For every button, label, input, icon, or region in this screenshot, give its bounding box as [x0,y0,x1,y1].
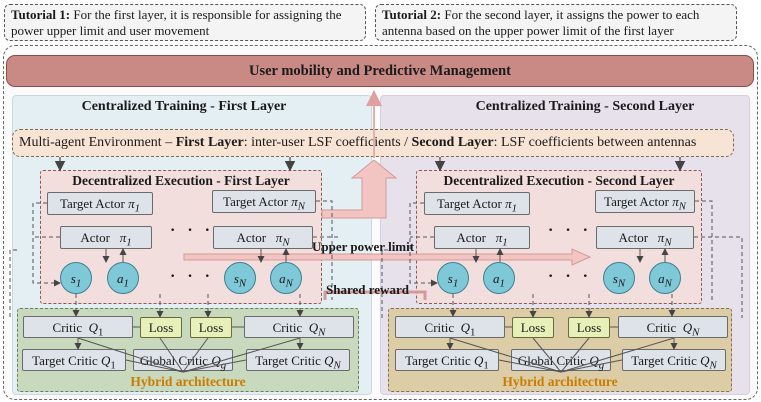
loss-n-left: Loss [190,317,232,338]
second-layer-title: Centralized Training - Second Layer [475,99,695,114]
shared-reward-label: Shared reward [326,282,409,297]
action-node-1-right: a1 [483,262,515,294]
upper-power-limit-label: Upper power limit [312,239,415,254]
env-first-text: : inter-user LSF coefficients / [243,135,412,150]
loss-1-right: Loss [512,317,554,338]
actor-n-left: Actor πN [213,226,313,249]
tutorial-2-label: Tutorial 2: [382,7,442,22]
tutorial-1: Tutorial 1: For the first layer, it is r… [4,4,366,41]
state-node-n-left: sN [224,262,256,294]
agent-ellipsis-right-mid: · · · [548,222,593,239]
target-critic-n-right: Target Critic QN [622,349,726,372]
actor-n-right: Actor πN [596,226,694,249]
action-node-n-left: aN [270,262,302,294]
critic-1-right: Critic Q1 [395,316,505,339]
tutorial-2-text: For the second layer, it assigns the pow… [382,7,700,38]
tutorial-1-text: For the first layer, it is responsible f… [11,7,342,38]
agent-ellipsis-right-bottom: · · · [548,268,593,285]
loss-1-left: Loss [140,317,182,338]
global-critic-right: Global Critic Qg [511,349,611,372]
multi-agent-environment: Multi-agent Environment – First Layer: i… [12,129,734,157]
tutorial-1-label: Tutorial 1: [11,7,71,22]
actor-1-left: Actor π1 [60,226,152,249]
state-node-1-right: s1 [437,262,469,294]
target-critic-n-left: Target Critic QN [246,349,350,372]
critic-n-left: Critic QN [244,316,354,339]
agent-ellipsis-left-mid: · · · [170,222,215,239]
target-critic-1-right: Target Critic Q1 [395,349,499,372]
target-critic-1-left: Target Critic Q1 [22,349,126,372]
target-actor-n-left: Target Actor πN [212,190,316,213]
env-second-text: : LSF coefficients between antennas [493,135,697,150]
critic-n-right: Critic QN [618,316,728,339]
target-actor-n-right: Target Actor πN [595,190,695,213]
target-actor-1-right: Target Actor π1 [424,192,530,215]
loss-n-right: Loss [568,317,610,338]
target-actor-1-left: Target Actor π1 [47,192,153,215]
state-node-1-left: s1 [60,262,92,294]
action-node-1-left: a1 [107,262,139,294]
second-layer-execution-title: Decentralized Execution - Second Layer [443,173,675,188]
env-first-bold: First Layer [175,135,244,150]
first-layer-execution-title: Decentralized Execution - First Layer [72,173,290,188]
env-prefix: Multi-agent Environment – [19,135,176,150]
critic-1-left: Critic Q1 [23,316,133,339]
action-node-n-right: aN [649,262,681,294]
agent-ellipsis-left-bottom: · · · [170,268,215,285]
env-second-bold: Second Layer [411,135,494,150]
first-layer-title: Centralized Training - First Layer [81,99,287,114]
tutorial-2: Tutorial 2: For the second layer, it ass… [375,4,737,41]
actor-1-right: Actor π1 [434,226,530,249]
second-layer-hybrid-title: Hybrid architecture [502,374,618,389]
global-critic-left: Global Critic Qg [133,349,233,372]
banner: User mobility and Predictive Management [6,55,754,87]
state-node-n-right: sN [603,262,635,294]
first-layer-hybrid-title: Hybrid architecture [130,374,246,389]
